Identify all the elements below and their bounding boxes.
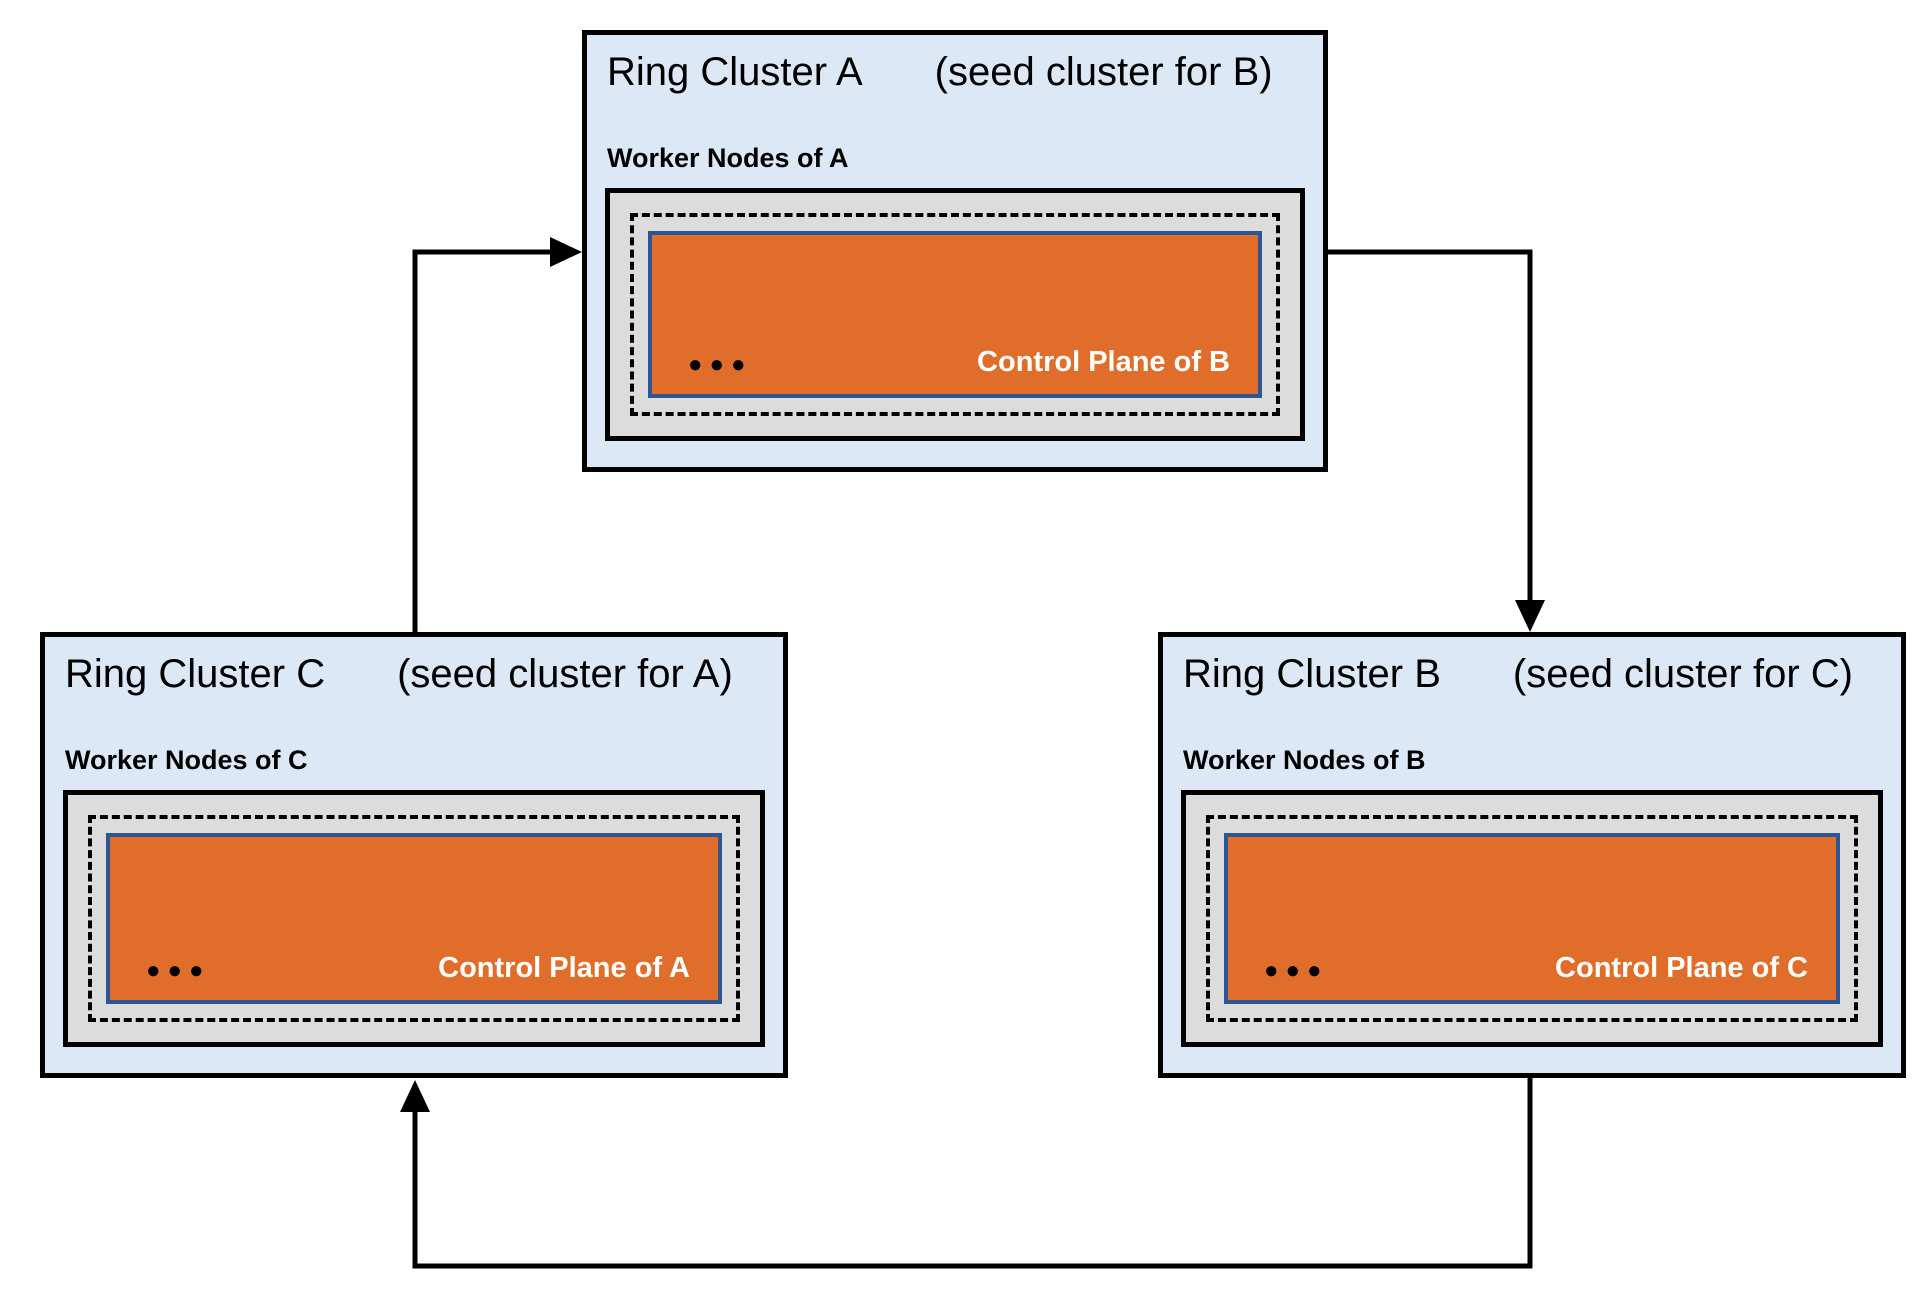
worker-nodes-label-a: Worker Nodes of A [607, 143, 849, 173]
cluster-a-title: Ring Cluster A (seed cluster for B) [607, 49, 1311, 95]
cluster-box-c: Ring Cluster C (seed cluster for A) Work… [40, 632, 788, 1078]
dashed-ring-a: ●●● Control Plane of B [630, 213, 1280, 416]
worker-nodes-label-b: Worker Nodes of B [1183, 745, 1426, 775]
control-plane-label-of-b: Control Plane of B [977, 346, 1230, 379]
cluster-c-subtitle-text: (seed cluster for A) [397, 652, 733, 696]
control-plane-box-of-c: ●●● Control Plane of C [1224, 833, 1840, 1004]
control-plane-label-of-a: Control Plane of A [438, 952, 690, 985]
worker-nodes-panel-c: ●●● Control Plane of A [63, 790, 765, 1047]
control-plane-box-of-a: ●●● Control Plane of A [106, 833, 722, 1004]
control-plane-box-of-b: ●●● Control Plane of B [648, 231, 1262, 398]
cluster-c-title-text: Ring Cluster C [65, 652, 326, 696]
edge-a-to-b [1328, 249, 1545, 632]
cluster-b-subtitle-text: (seed cluster for C) [1512, 652, 1853, 696]
ellipsis-dots-icon: ●●● [688, 351, 753, 379]
cluster-a-subtitle-text: (seed cluster for B) [934, 50, 1273, 94]
worker-nodes-panel-b: ●●● Control Plane of C [1181, 790, 1883, 1047]
dashed-ring-b: ●●● Control Plane of C [1206, 815, 1858, 1022]
ellipsis-dots-icon: ●●● [146, 957, 211, 985]
cluster-a-title-text: Ring Cluster A [607, 50, 863, 94]
cluster-b-title: Ring Cluster B (seed cluster for C) [1183, 651, 1889, 697]
worker-nodes-panel-a: ●●● Control Plane of B [605, 188, 1305, 441]
ellipsis-dots-icon: ●●● [1264, 957, 1329, 985]
edge-c-to-a [412, 237, 582, 632]
edge-b-to-c [400, 1078, 1533, 1269]
worker-nodes-label-c: Worker Nodes of C [65, 745, 308, 775]
cluster-box-a: Ring Cluster A (seed cluster for B) Work… [582, 30, 1328, 472]
cluster-box-b: Ring Cluster B (seed cluster for C) Work… [1158, 632, 1906, 1078]
control-plane-label-of-c: Control Plane of C [1555, 952, 1808, 985]
cluster-c-title: Ring Cluster C (seed cluster for A) [65, 651, 771, 697]
cluster-b-title-text: Ring Cluster B [1183, 652, 1441, 696]
dashed-ring-c: ●●● Control Plane of A [88, 815, 740, 1022]
